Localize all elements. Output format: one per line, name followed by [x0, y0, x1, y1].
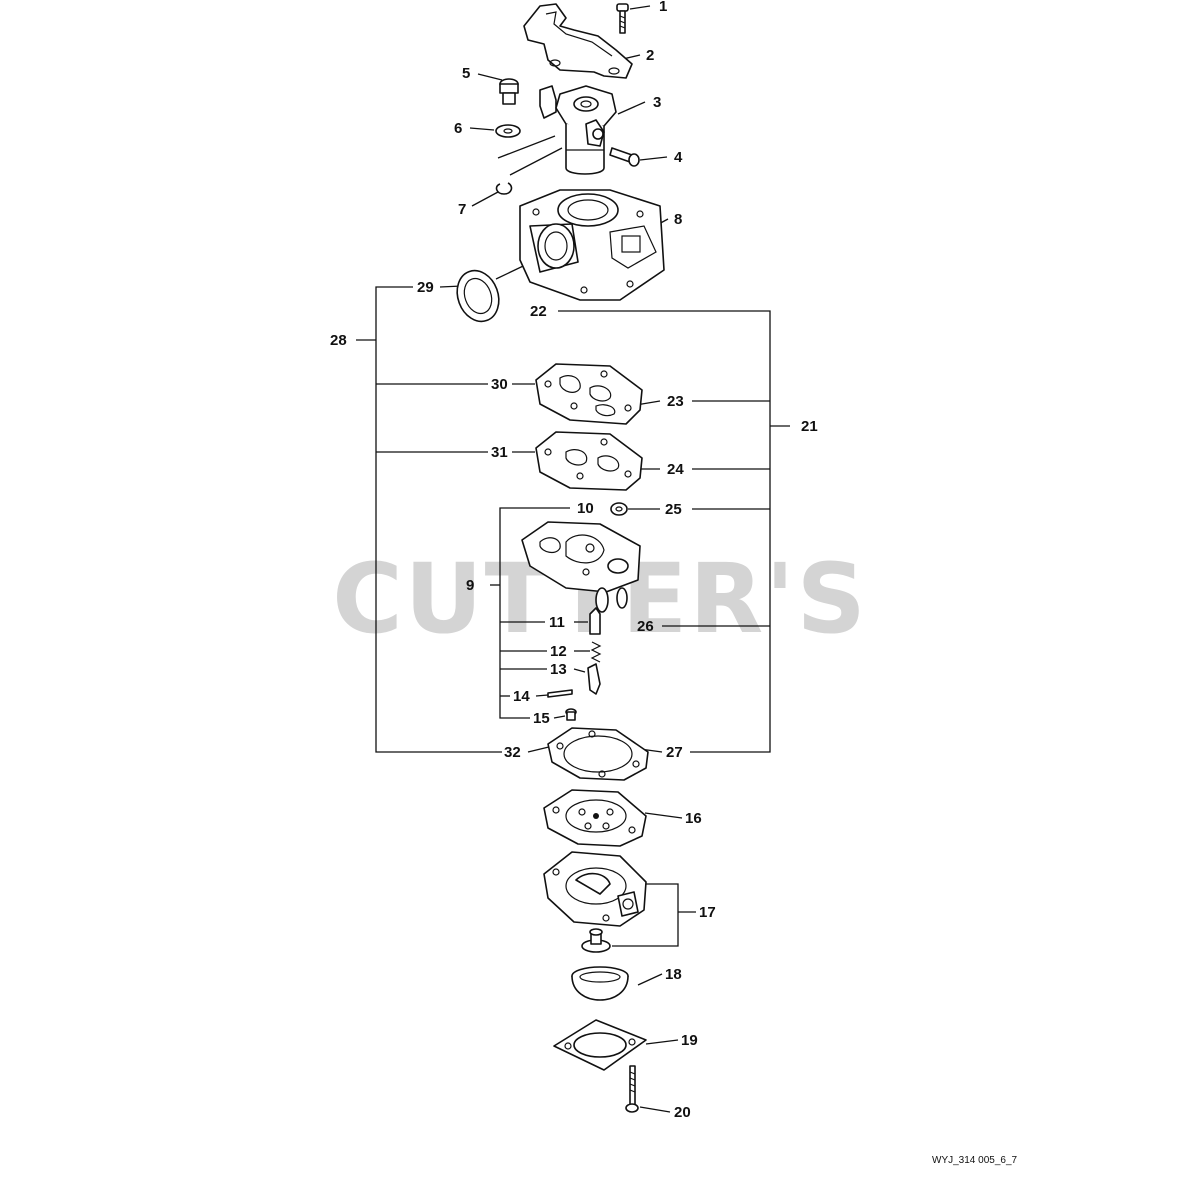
part-13-control-lever	[587, 663, 601, 695]
callout-18: 18	[665, 966, 682, 983]
part-17-primer-valve	[581, 928, 611, 953]
callout-29: 29	[417, 279, 434, 296]
callout-15: 15	[533, 710, 550, 727]
part-2-bracket	[523, 3, 633, 79]
callout-26: 26	[637, 618, 654, 635]
part-18-primer-bulb	[571, 966, 629, 1001]
drawing-code: WYJ_314 005_6_7	[932, 1155, 1018, 1166]
part-12-spring	[590, 641, 602, 663]
group-bracket-9	[490, 507, 570, 719]
group-bracket-21	[558, 310, 790, 753]
callout-14: 14	[513, 688, 530, 705]
part-8-carburetor-body	[519, 189, 665, 301]
callout-4: 4	[674, 149, 683, 166]
part-19-primer-retainer	[553, 1019, 647, 1071]
part-11-inlet-needle	[589, 607, 601, 635]
callout-9: 9	[466, 577, 474, 594]
callout-13: 13	[550, 661, 567, 678]
callout-1: 1	[659, 0, 667, 15]
callout-28: 28	[330, 332, 347, 349]
callout-8: 8	[674, 211, 682, 228]
part-23-gasket	[535, 363, 643, 425]
callout-25: 25	[665, 501, 682, 518]
callout-3: 3	[653, 94, 661, 111]
callout-2: 2	[646, 47, 654, 64]
callout-7: 7	[458, 201, 466, 218]
callout-27: 27	[666, 744, 683, 761]
callout-11: 11	[549, 614, 565, 631]
part-20-long-screw	[625, 1065, 639, 1113]
callout-12: 12	[550, 643, 567, 660]
callout-23: 23	[667, 393, 684, 410]
callout-10: 10	[577, 500, 594, 517]
callout-6: 6	[454, 120, 462, 137]
part-29-gasket-ring	[456, 269, 500, 323]
part-14-pin	[547, 689, 573, 698]
part-5-adjust-screw	[499, 78, 519, 105]
callout-21: 21	[801, 418, 818, 435]
part-17-metering-cover	[543, 851, 647, 927]
part-16-metering-diaphragm	[543, 789, 647, 847]
part-1-screw	[616, 3, 629, 34]
part-15-screw	[565, 708, 577, 721]
callout-19: 19	[681, 1032, 698, 1049]
callout-32: 32	[504, 744, 521, 761]
part-7-e-clip	[495, 182, 513, 195]
callout-30: 30	[491, 376, 508, 393]
part-3-throttle-shaft-body	[539, 85, 617, 175]
part-4-screw	[609, 147, 640, 167]
part-27-gasket	[547, 727, 649, 781]
part-25-check-valve	[610, 502, 628, 516]
callout-16: 16	[685, 810, 702, 827]
callout-31: 31	[491, 444, 508, 461]
callout-17: 17	[699, 904, 716, 921]
callout-24: 24	[667, 461, 684, 478]
callout-20: 20	[674, 1104, 691, 1121]
callout-labels: 1 2 3 4 5 6 7 8 9 10 11 12 13 14 15 16 1…	[330, 0, 818, 1121]
group-bracket-17	[612, 883, 696, 947]
group-bracket-28	[356, 286, 502, 753]
callout-22: 22	[530, 303, 547, 320]
part-24-diaphragm	[535, 431, 643, 491]
callout-5: 5	[462, 65, 470, 82]
part-6-washer	[495, 124, 521, 138]
part-9-metering-body	[521, 521, 641, 613]
